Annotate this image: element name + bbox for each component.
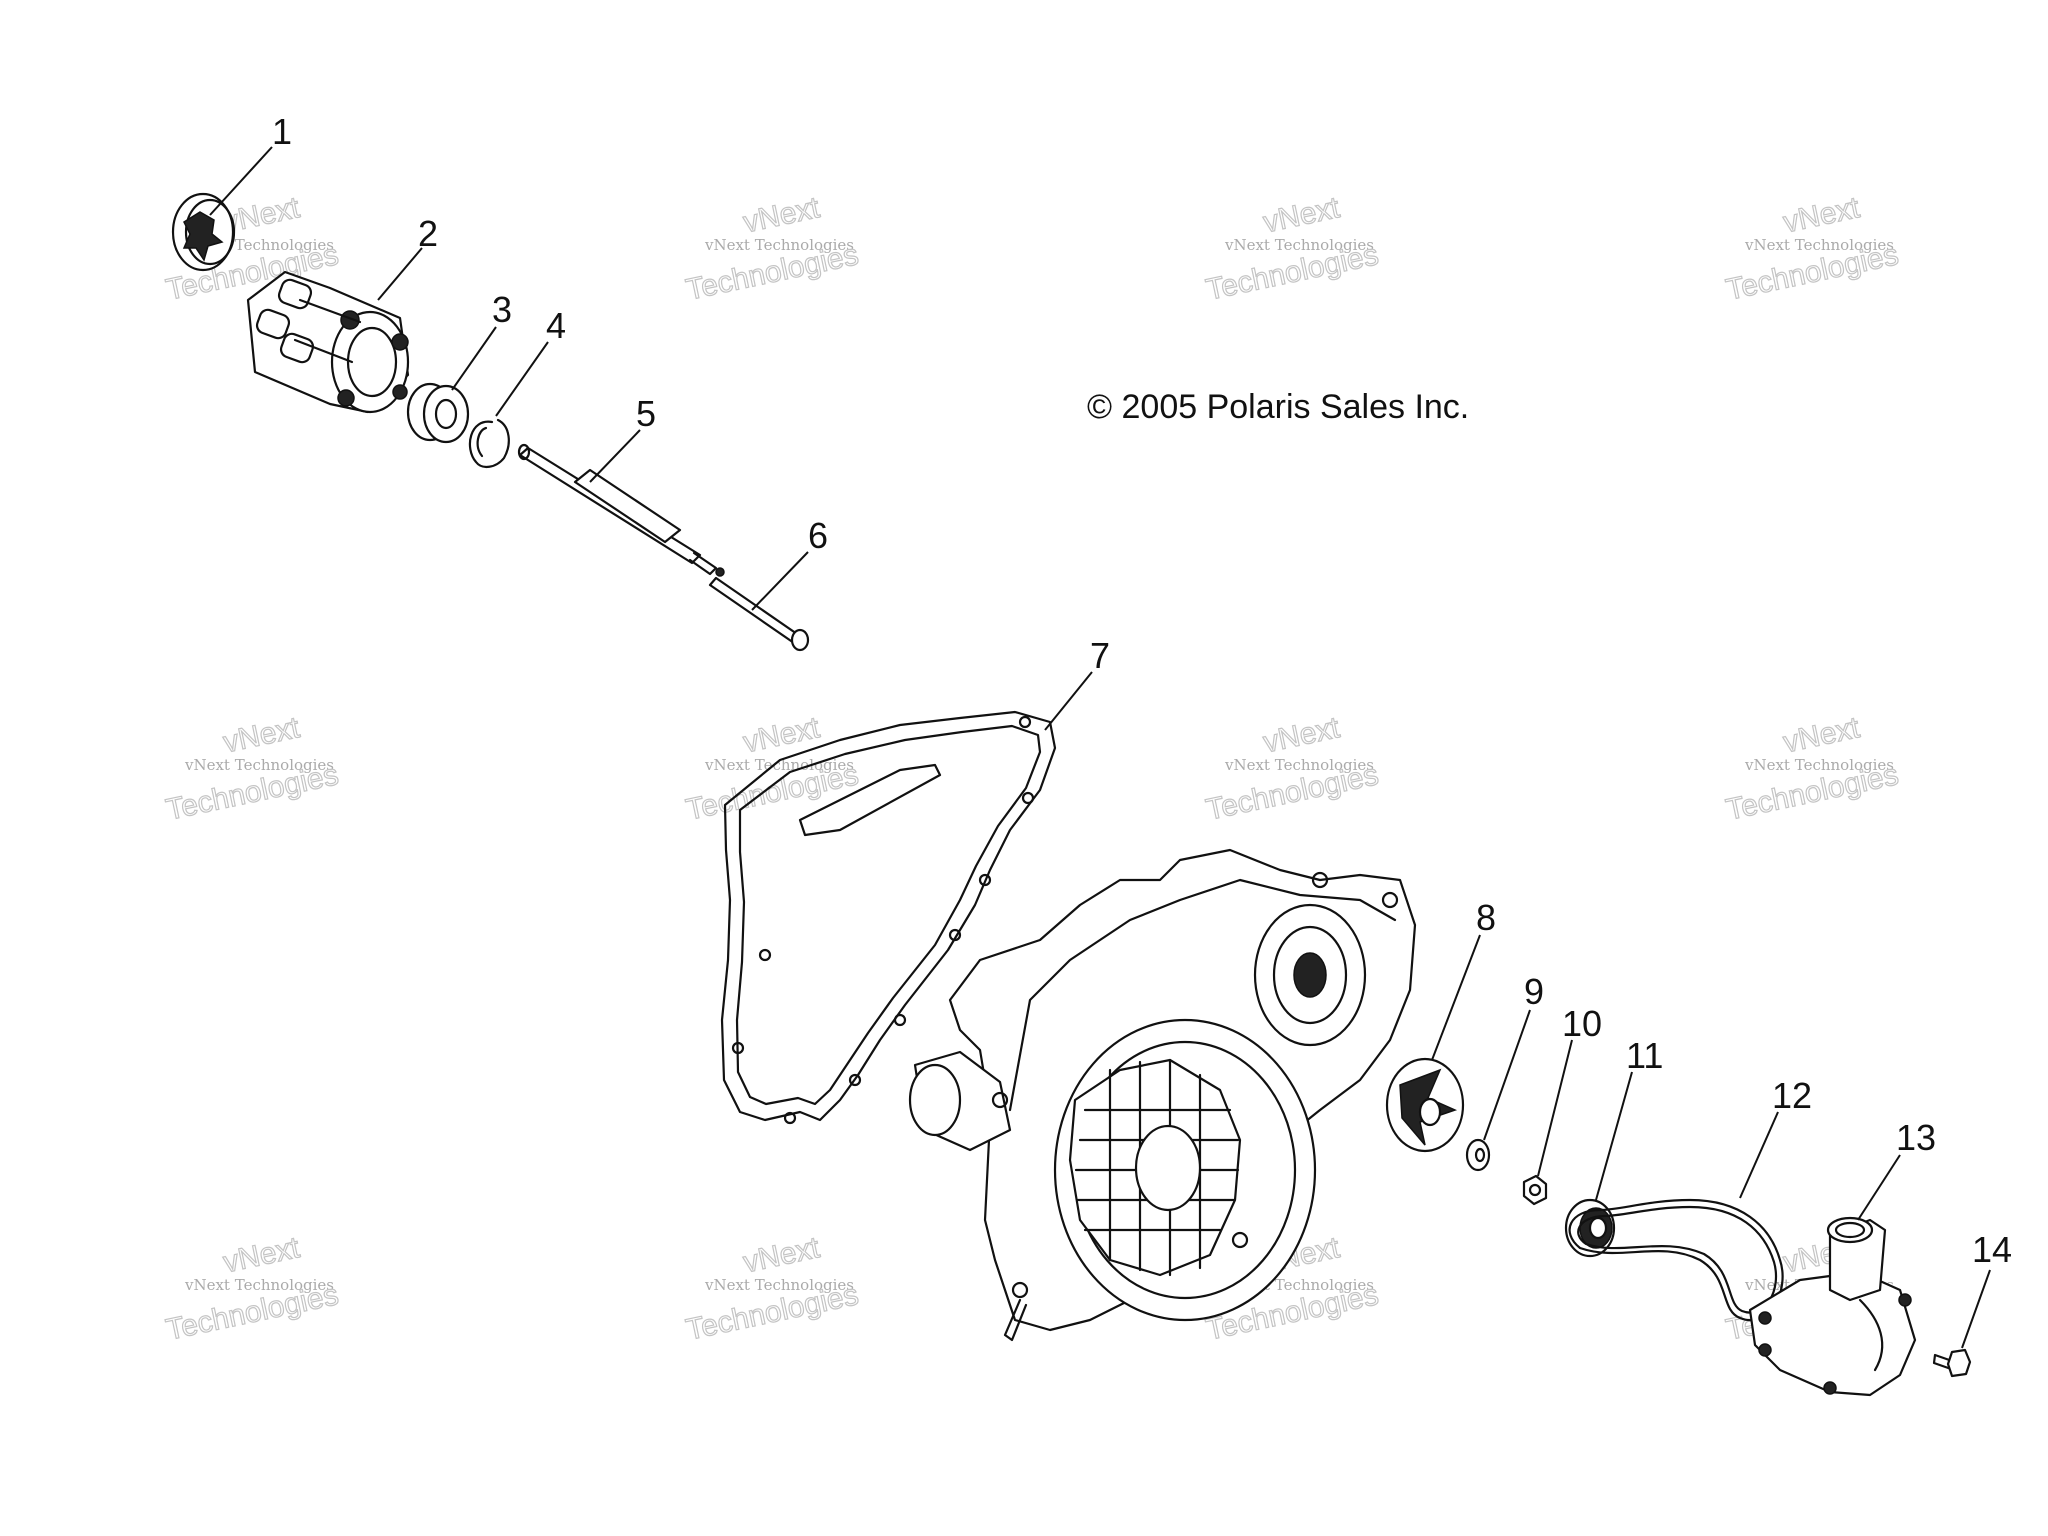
part-7-gasket	[720, 710, 1057, 1125]
leader-5	[589, 429, 641, 483]
watermark-top: vNext	[740, 191, 823, 239]
part-14-bolt	[1932, 1348, 1972, 1378]
callout-12: 12	[1772, 1075, 1812, 1116]
watermark-text: vNext Technologies	[704, 236, 854, 254]
part-12-o-ring	[1568, 1198, 1784, 1322]
watermark-top: vNext	[1260, 191, 1343, 239]
watermark: vNext vNext Technologies Technologies	[163, 1231, 342, 1348]
leader-10	[1537, 1039, 1573, 1177]
leader-lines	[209, 146, 1991, 1349]
callout-8: 8	[1476, 897, 1496, 938]
part-5-shaft	[517, 443, 725, 577]
watermark-top: vNext	[1260, 711, 1343, 759]
leader-2	[377, 247, 423, 301]
watermark: vNext vNext Technologies Technologies	[683, 1231, 862, 1348]
watermark: vNext vNext Technologies Technologies	[1203, 191, 1382, 308]
copyright-notice: © 2005 Polaris Sales Inc.	[1087, 388, 1469, 426]
callout-3: 3	[492, 289, 512, 330]
callout-7: 7	[1090, 635, 1110, 676]
watermark: vNext vNext Technologies Technologies	[1723, 191, 1902, 308]
part-13-pump-cover	[1748, 1216, 1917, 1397]
watermark-top: vNext	[220, 711, 303, 759]
leader-11	[1595, 1071, 1633, 1201]
part-9-washer	[1465, 1138, 1491, 1172]
watermark-top: vNext	[220, 1231, 303, 1279]
watermark: vNext vNext Technologies Technologies	[1723, 711, 1902, 828]
watermark: vNext vNext Technologies Technologies	[1203, 711, 1382, 828]
part-1-gear	[171, 192, 236, 272]
leader-14	[1961, 1269, 1991, 1349]
callout-6: 6	[808, 515, 828, 556]
watermark-top: vNext	[740, 711, 823, 759]
callout-13: 13	[1896, 1117, 1936, 1158]
watermark-top: vNext	[1780, 711, 1863, 759]
leader-4	[495, 341, 549, 417]
watermark-text: vNext Technologies	[1744, 756, 1894, 774]
leader-9	[1483, 1009, 1531, 1141]
part-11-seal	[1564, 1198, 1616, 1258]
callout-11: 11	[1626, 1035, 1663, 1076]
watermark-text: vNext Technologies	[1224, 756, 1374, 774]
watermark: vNext vNext Technologies Technologies	[683, 191, 862, 308]
watermark-top: vNext	[740, 1231, 823, 1279]
watermark: vNext vNext Technologies Technologies	[683, 711, 862, 828]
part-2-rotor	[246, 270, 410, 414]
part-8-impeller	[1385, 1057, 1465, 1153]
leader-7	[1044, 671, 1093, 731]
callout-numbers: 1 2 3 4 5 6 7 8 9 10 11 12 13 14	[272, 111, 2012, 1270]
watermark-text: vNext Technologies	[184, 756, 334, 774]
watermark: vNext vNext Technologies Technologies	[163, 711, 342, 828]
callout-1: 1	[272, 111, 292, 152]
watermark-text: vNext Technologies	[704, 1276, 854, 1294]
part-3-bearing	[406, 382, 470, 444]
part-4-circlip	[468, 418, 510, 468]
callout-9: 9	[1524, 971, 1544, 1012]
callout-5: 5	[636, 393, 656, 434]
callout-2: 2	[418, 213, 438, 254]
watermark-text: vNext Technologies	[1224, 236, 1374, 254]
watermark-text: vNext Technologies	[704, 756, 854, 774]
watermark-top: vNext	[1780, 191, 1863, 239]
callout-4: 4	[546, 305, 566, 346]
leader-6	[751, 551, 809, 611]
leader-3	[451, 326, 497, 391]
watermark-text: vNext Technologies	[184, 1276, 334, 1294]
leader-13	[1857, 1154, 1901, 1221]
part-10-nut	[1522, 1174, 1548, 1206]
leader-12	[1739, 1111, 1779, 1199]
part-6-pin	[708, 576, 810, 652]
callout-14: 14	[1972, 1229, 2012, 1270]
watermark-text: vNext Technologies	[1744, 236, 1894, 254]
leader-8	[1431, 934, 1481, 1061]
leader-1	[209, 146, 273, 216]
stator-cover	[908, 848, 1417, 1342]
callout-10: 10	[1562, 1003, 1602, 1044]
